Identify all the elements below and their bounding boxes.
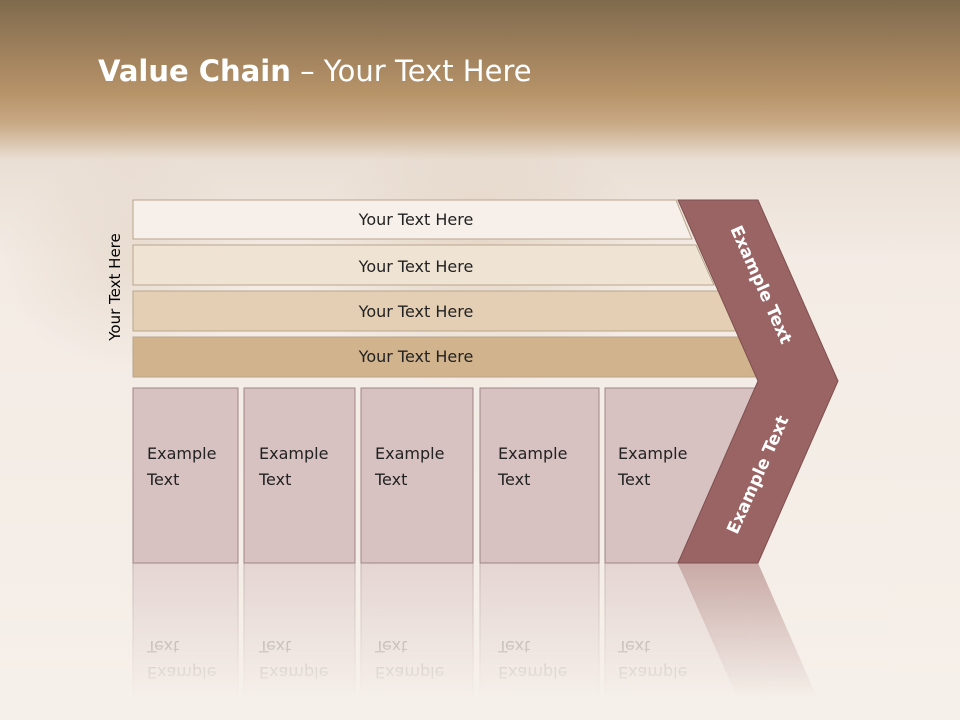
box-3-line2: Text: [374, 470, 407, 489]
box-3-line1-reflection: Example: [375, 663, 444, 682]
box-2-line2: Text: [258, 470, 291, 489]
row-band-4: Your Text Here: [132, 336, 763, 378]
box-1-line1-reflection: Example: [147, 663, 216, 682]
box-4-line2-reflection: Text: [497, 637, 530, 656]
box-3-reflection: [360, 562, 474, 720]
box-5-line1: Example: [618, 444, 687, 463]
box-5-line2-reflection: Text: [617, 637, 650, 656]
title-bold: Value Chain: [98, 54, 291, 88]
box-2-line1-reflection: Example: [259, 663, 328, 682]
row-band-3-label: Your Text Here: [358, 302, 474, 321]
box-3-line2-reflection: Text: [374, 637, 407, 656]
row-band-2: Your Text Here: [132, 244, 715, 286]
row-band-1: Your Text Here: [132, 199, 693, 240]
slide-title: Value Chain – Your Text Here: [98, 54, 532, 88]
box-4-reflection: [479, 562, 600, 720]
box-2-shape: [243, 387, 356, 564]
box-5: Example Text: [604, 387, 761, 564]
box-3: Example Text: [360, 387, 474, 564]
box-2-line2-reflection: Text: [258, 637, 291, 656]
chevron-reflection: [678, 563, 828, 720]
chevron-shape: [677, 199, 839, 564]
box-4-line2: Text: [497, 470, 530, 489]
box-1-line1: Example: [147, 444, 216, 463]
box-2: Example Text: [243, 387, 356, 564]
box-5-line1-reflection: Example: [618, 663, 687, 682]
row-band-3: Your Text Here: [132, 290, 739, 332]
box-1-line2: Text: [146, 470, 179, 489]
row-band-2-label: Your Text Here: [358, 257, 474, 276]
box-4-line1: Example: [498, 444, 567, 463]
row-band-1-shape: [132, 199, 693, 240]
box-4: Example Text: [479, 387, 600, 564]
row-band-4-label: Your Text Here: [358, 347, 474, 366]
box-3-line1: Example: [375, 444, 444, 463]
box-1: Example Text: [132, 387, 239, 564]
box-1-reflection: [132, 562, 239, 720]
row-band-2-shape: [132, 244, 715, 286]
box-1-shape: [132, 387, 239, 564]
box-1-line2-reflection: Text: [146, 637, 179, 656]
chevron-arrow: Example Text Example Text: [677, 199, 839, 564]
box-4-shape: [479, 387, 600, 564]
row-band-1-label: Your Text Here: [358, 210, 474, 229]
title-rest: – Your Text Here: [290, 54, 532, 88]
box-3-shape: [360, 387, 474, 564]
box-2-line1: Example: [259, 444, 328, 463]
box-5-line2: Text: [617, 470, 650, 489]
box-4-line1-reflection: Example: [498, 663, 567, 682]
